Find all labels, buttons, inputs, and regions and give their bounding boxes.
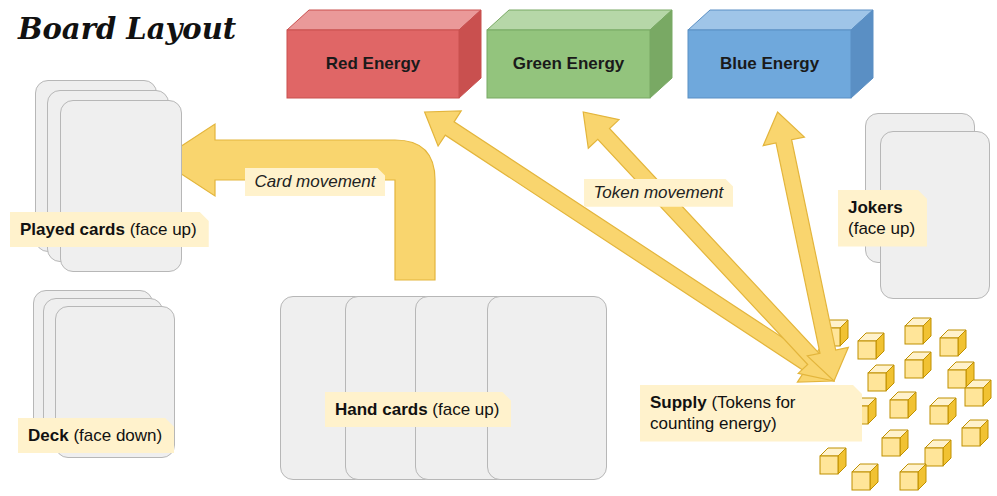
- label-heading: Supply: [650, 393, 707, 412]
- diagram-title: Board Layout: [18, 12, 236, 46]
- card-stack: Hand cards (face up): [280, 296, 608, 481]
- label-tag: Jokers(face up): [838, 190, 927, 247]
- movement-label: Card movement: [245, 168, 386, 196]
- box-side: [851, 10, 873, 98]
- box-top: [688, 10, 873, 30]
- movement-arrow: [583, 112, 834, 381]
- box-front: [287, 30, 459, 98]
- label-heading: Jokers: [848, 197, 915, 218]
- energy-box: Blue Energy: [688, 30, 851, 98]
- movement-arrow: [763, 112, 848, 381]
- box-top: [487, 10, 672, 30]
- label-note: (face up): [432, 400, 499, 419]
- label-tag: Supply (Tokens for counting energy): [640, 385, 862, 442]
- energy-box: Red Energy: [287, 30, 459, 98]
- label-heading: Deck: [28, 426, 69, 445]
- label-note: (face up): [130, 220, 197, 239]
- movement-label: Token movement: [584, 179, 734, 207]
- box-front: [688, 30, 851, 98]
- box-top: [287, 10, 481, 30]
- box-side: [459, 10, 481, 98]
- energy-box: Green Energy: [487, 30, 650, 98]
- card: [487, 296, 607, 480]
- box-side: [650, 10, 672, 98]
- movement-arrow: [160, 124, 435, 280]
- energy-label: Green Energy: [513, 54, 625, 74]
- label-heading: Hand cards: [335, 400, 428, 419]
- card-stack: Played cards (face up): [35, 80, 185, 275]
- label-note: (face up): [848, 219, 915, 238]
- label-tag: Deck (face down): [18, 418, 174, 453]
- energy-label: Blue Energy: [720, 54, 819, 74]
- energy-label: Red Energy: [326, 54, 420, 74]
- label-heading: Played cards: [20, 220, 125, 239]
- box-front: [487, 30, 650, 98]
- label-tag: Hand cards (face up): [325, 392, 511, 427]
- label-note: (face down): [73, 426, 162, 445]
- label-tag: Played cards (face up): [10, 212, 209, 247]
- card-stack: Jokers(face up): [865, 113, 990, 303]
- card-stack: Deck (face down): [33, 290, 183, 460]
